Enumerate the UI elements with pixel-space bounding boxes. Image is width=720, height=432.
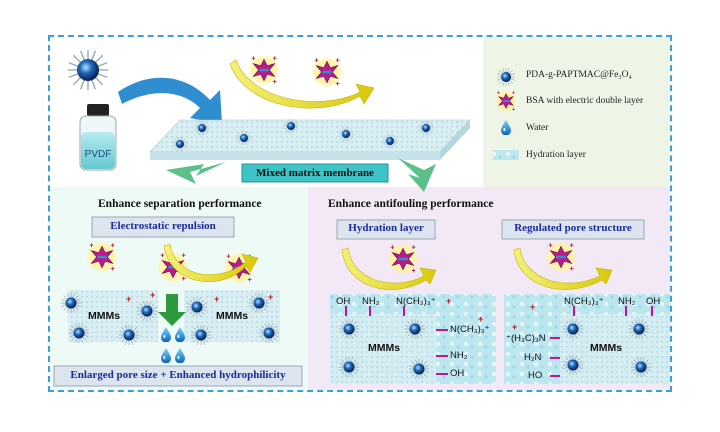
svg-text:+: + <box>446 296 451 306</box>
hydration-side-nh2: NH₂ <box>450 350 468 361</box>
pore-side-ho: HO <box>528 370 543 381</box>
separation-title: Enhance separation performance <box>98 198 262 210</box>
hydration-label: Hydration layer <box>348 222 424 234</box>
membrane-slab <box>149 118 471 160</box>
legend-label-nanoparticle: PDA-g-PAPTMAC@Fe₃O₄ <box>526 70 632 80</box>
pore-group-ammonium: N(CH₃)₃⁺ <box>564 296 604 307</box>
legend-nanoparticle-icon <box>496 67 516 87</box>
hydration-label-box <box>336 219 436 240</box>
legend-water-drop-icon <box>501 120 511 135</box>
membrane-label-box <box>241 163 389 183</box>
separation-water-drops <box>161 327 185 363</box>
hydration-bsa-icon <box>386 242 420 276</box>
hydration-yellow-arrow-icon <box>341 247 437 290</box>
top-bsa-icon <box>247 53 344 89</box>
green-arrow-left-icon <box>166 162 226 184</box>
svg-text:+: + <box>512 322 517 332</box>
separation-footer-box <box>53 365 303 387</box>
top-nanoparticle-icon <box>66 48 110 92</box>
separation-green-down-arrow-icon <box>158 294 186 326</box>
hydration-membrane: + + <box>330 294 496 384</box>
svg-text:+: + <box>478 314 483 324</box>
hydration-side-oh: OH <box>450 368 465 379</box>
pore-side-ammonium: ⁺(H₃C)₃N <box>506 333 546 344</box>
membrane-label: Mixed matrix membrane <box>256 167 374 179</box>
pore-group-nh2: NH₂ <box>618 296 636 307</box>
separation-yellow-arrow-icon <box>163 243 259 282</box>
vial-label: PVDF <box>85 149 112 160</box>
separation-mmm-right: MMMs <box>216 310 249 322</box>
pore-yellow-arrow-icon <box>513 247 613 290</box>
svg-text:+: + <box>126 294 131 304</box>
green-arrow-right-icon <box>398 158 436 192</box>
figure-frame <box>48 35 672 392</box>
separation-membrane: + + + + <box>60 290 280 346</box>
hydration-group-nh2: NH₂ <box>362 296 380 307</box>
pore-bsa-icon <box>544 240 578 274</box>
pore-membrane: + + <box>504 294 670 384</box>
legend-bsa-icon <box>494 89 518 113</box>
svg-text:+: + <box>530 302 535 312</box>
pore-label-box <box>501 219 645 240</box>
svg-text:+: + <box>268 292 273 302</box>
pore-label: Regulated pore structure <box>514 222 632 234</box>
pore-group-oh: OH <box>646 296 661 307</box>
pore-side-nh2: H₂N <box>524 352 542 363</box>
hydration-group-ammonium: N(CH₃)₃⁺ <box>396 296 436 307</box>
blue-curved-arrow-icon <box>118 77 222 124</box>
hydration-group-oh: OH <box>336 296 351 307</box>
electrostatic-label: Electrostatic repulsion <box>110 220 216 232</box>
svg-text:+: + <box>214 294 219 304</box>
legend-label-bsa: BSA with electric double layer <box>526 96 644 106</box>
electrostatic-label-box <box>91 216 235 238</box>
antifouling-title: Enhance antifouling performance <box>328 198 494 210</box>
pvdf-vial-icon <box>79 104 117 171</box>
separation-footer: Enlarged pore size + Enhanced hydrophili… <box>70 369 286 381</box>
legend-hydration-layer-icon <box>493 150 519 160</box>
legend-label-water: Water <box>526 123 549 133</box>
legend-label-hydration: Hydration layer <box>526 150 586 160</box>
hydration-side-ammonium: N(CH₃)₃⁺ <box>450 324 490 335</box>
top-yellow-arrow-icon <box>229 59 375 109</box>
hydration-mmm: MMMs <box>368 342 401 354</box>
svg-text:+: + <box>150 290 155 300</box>
separation-mmm-left: MMMs <box>88 310 121 322</box>
pore-mmm: MMMs <box>590 342 623 354</box>
